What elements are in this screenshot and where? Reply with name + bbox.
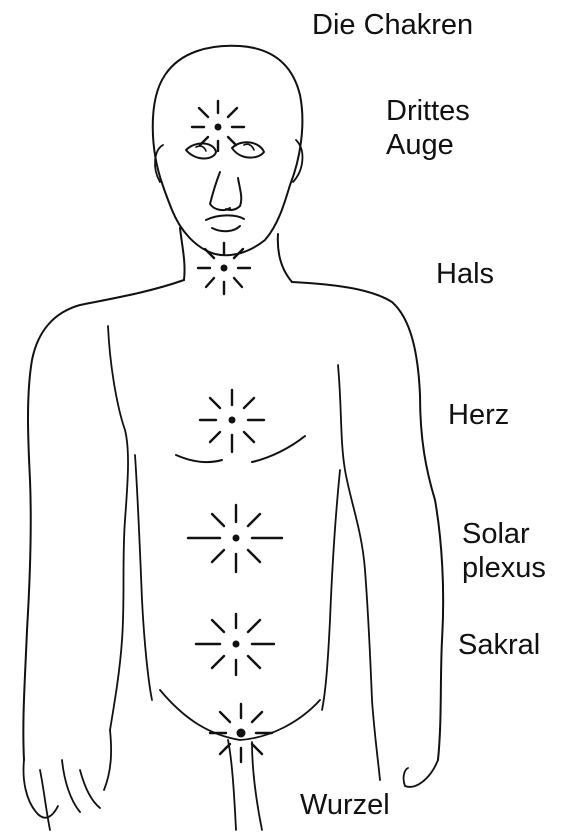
chakra-throat-sun-icon bbox=[198, 243, 250, 294]
label-third-eye-line2: Auge bbox=[386, 128, 506, 162]
neck-right bbox=[278, 234, 292, 282]
mouth-lower bbox=[212, 226, 240, 231]
label-root: Wurzel bbox=[300, 788, 390, 822]
label-third-eye: Drittes Auge bbox=[386, 94, 506, 162]
left-eye-inner bbox=[196, 146, 206, 151]
chest-left bbox=[176, 455, 222, 462]
right-hand bbox=[404, 760, 438, 787]
head-outline bbox=[153, 46, 303, 256]
chakra-solar-plexus-sun-icon bbox=[188, 505, 282, 572]
groin bbox=[228, 740, 262, 830]
left-shoulder-arm-outer bbox=[23, 280, 184, 760]
mouth-upper bbox=[206, 215, 244, 220]
label-solar-plexus-line1: Solar bbox=[462, 517, 571, 551]
label-heart: Herz bbox=[448, 398, 509, 432]
label-solar-plexus: Solar plexus bbox=[462, 517, 571, 585]
neck-left bbox=[180, 228, 185, 280]
chest-right bbox=[252, 436, 305, 462]
left-hand bbox=[24, 730, 112, 830]
torso-left-side bbox=[135, 455, 152, 700]
nose bbox=[210, 172, 241, 210]
chakra-sacral-sun-icon bbox=[196, 614, 274, 675]
left-arm-inner bbox=[108, 326, 128, 730]
label-solar-plexus-line2: plexus bbox=[462, 551, 571, 585]
label-third-eye-line1: Drittes bbox=[386, 94, 506, 128]
diagram-title: Die Chakren bbox=[312, 8, 473, 42]
right-eye-inner bbox=[244, 144, 254, 150]
right-shoulder-arm-outer bbox=[292, 282, 443, 760]
label-throat: Hals bbox=[436, 257, 494, 291]
torso-right-side bbox=[322, 470, 340, 710]
chakra-root-sun-icon bbox=[210, 704, 272, 762]
right-arm-inner bbox=[338, 365, 380, 780]
label-sacral: Sakral bbox=[458, 628, 540, 662]
chakra-heart-sun-icon bbox=[200, 390, 264, 452]
